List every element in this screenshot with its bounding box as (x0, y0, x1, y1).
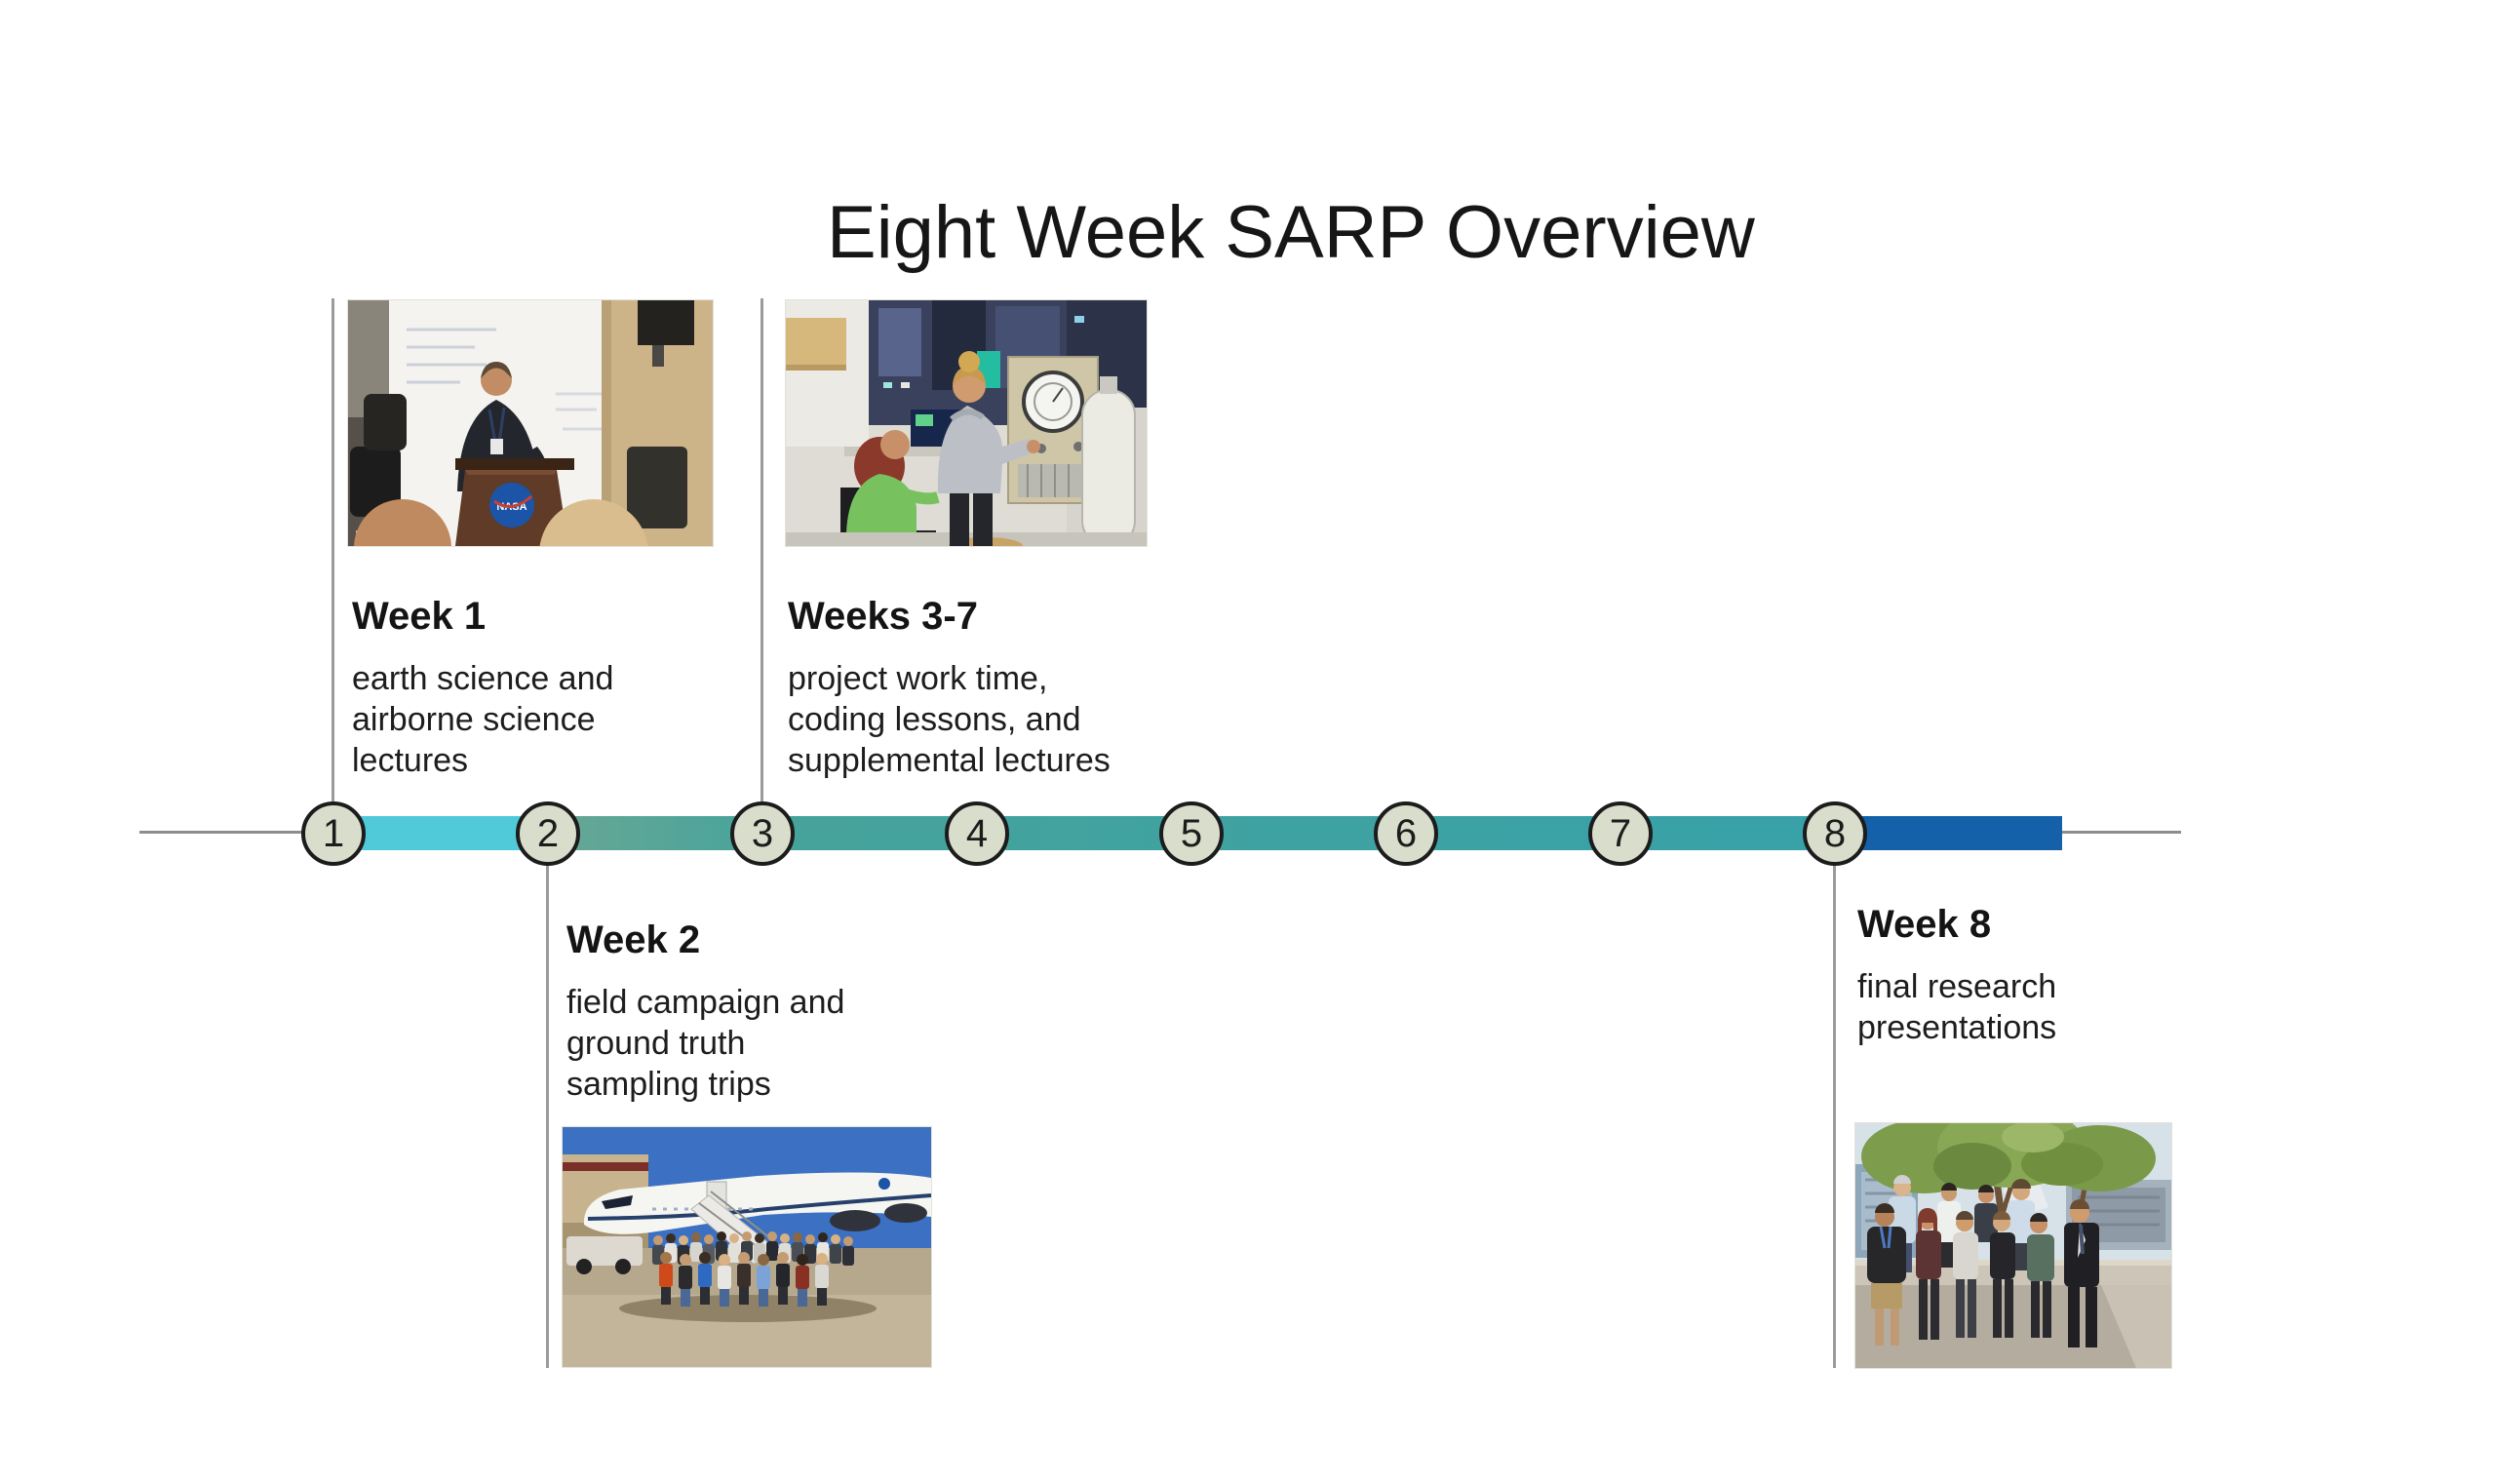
timeline-node-5: 5 (1159, 801, 1224, 866)
group-with-aircraft-photo (562, 1126, 932, 1368)
entry-week2-description: field campaign and ground truth sampling… (566, 984, 845, 1104)
entry-week1: Week 1 earth science and airborne scienc… (352, 594, 656, 781)
lecture-classroom-photo: NASA (347, 299, 714, 547)
timeline-segment-week1-week2 (333, 816, 548, 850)
connector-line-week1 (332, 298, 334, 832)
timeline-node-6: 6 (1374, 801, 1438, 866)
entry-weeks37: Weeks 3-7 project work time, coding less… (788, 594, 1135, 781)
entry-weeks37-heading: Weeks 3-7 (788, 595, 978, 638)
laboratory-instruments-photo (785, 299, 1148, 547)
timeline-node-1: 1 (301, 801, 366, 866)
entry-week8: Week 8 final research presentations (1857, 902, 2140, 1048)
crowd-front-row (659, 1252, 829, 1307)
page-title: Eight Week SARP Overview (827, 190, 1755, 274)
lecture-classroom-illustration: NASA (348, 300, 713, 546)
entry-week1-heading: Week 1 (352, 595, 487, 638)
entry-week8-heading: Week 8 (1857, 903, 1992, 946)
group-front-row (1867, 1199, 2099, 1347)
entry-week2: Week 2 field campaign and ground truth s… (566, 918, 871, 1105)
timeline-node-3: 3 (730, 801, 795, 866)
timeline-segment-week2-week3 (548, 816, 762, 850)
connector-line-weeks37 (760, 298, 763, 832)
connector-line-week8 (1833, 835, 1836, 1368)
timeline-node-2: 2 (516, 801, 580, 866)
entry-weeks37-description: project work time, coding lessons, and s… (788, 660, 1111, 780)
entry-week1-description: earth science and airborne science lectu… (352, 660, 614, 780)
final-group-portrait-illustration (1855, 1123, 2171, 1368)
final-group-portrait-photo (1854, 1122, 2172, 1369)
timeline-segment-week8-end (1835, 816, 2062, 850)
timeline-node-4: 4 (945, 801, 1009, 866)
timeline-node-7: 7 (1588, 801, 1653, 866)
entry-week2-heading: Week 2 (566, 918, 701, 961)
timeline-segment-week3-week8 (762, 816, 1835, 850)
entry-week8-description: final research presentations (1857, 968, 2057, 1047)
connector-line-week2 (546, 835, 549, 1368)
group-with-aircraft-illustration (563, 1127, 931, 1367)
laboratory-instruments-illustration (786, 300, 1147, 546)
timeline-node-8: 8 (1803, 801, 1867, 866)
